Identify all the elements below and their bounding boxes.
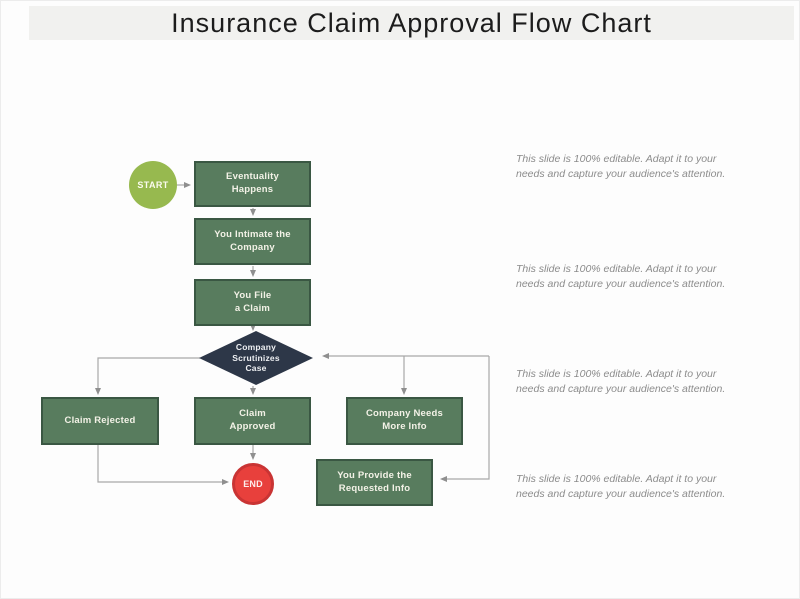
editable-note-2: This slide is 100% editable. Adapt it to… [516, 263, 726, 290]
node-label: You File a Claim [233, 289, 272, 314]
end-node: END [232, 463, 274, 505]
start-node: START [129, 161, 177, 209]
start-label: START [137, 179, 169, 190]
node-label: Company Needs More Info [365, 408, 444, 432]
node-label: Company Scrutinizes Case [232, 342, 280, 374]
editable-note-4: This slide is 100% editable. Adapt it to… [516, 473, 726, 500]
page-title: Insurance Claim Approval Flow Chart [171, 7, 652, 38]
node-intimate-company: You Intimate the Company [194, 218, 311, 265]
node-label: Claim Rejected [64, 414, 136, 426]
arrow-loop-to-provideinfo [440, 356, 490, 482]
node-label: Eventuality Happens [226, 171, 279, 195]
end-label: END [243, 478, 263, 489]
node-label: You Intimate the Company [214, 228, 291, 253]
node-eventuality-happens: Eventuality Happens [194, 161, 311, 207]
node-file-claim: You File a Claim [194, 279, 311, 326]
node-provide-requested-info: You Provide the Requested Info [316, 459, 433, 506]
editable-note-3: This slide is 100% editable. Adapt it to… [516, 368, 726, 395]
arrow-decision-to-rejected [95, 357, 200, 395]
title-bar: Insurance Claim Approval Flow Chart [29, 6, 794, 40]
node-label: You Provide the Requested Info [337, 469, 412, 494]
editable-note-1: This slide is 100% editable. Adapt it to… [516, 153, 726, 180]
node-claim-approved: Claim Approved [194, 397, 311, 445]
node-label: Claim Approved [229, 408, 276, 432]
node-claim-rejected: Claim Rejected [41, 397, 159, 445]
arrow-rejected-to-end [97, 445, 229, 485]
node-needs-more-info: Company Needs More Info [346, 397, 463, 445]
